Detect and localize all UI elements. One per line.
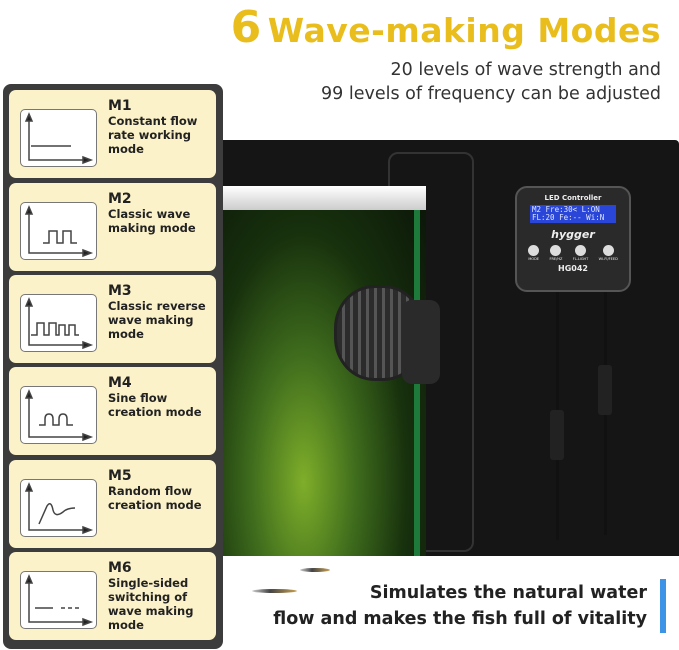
mode-description: Classic wave making mode <box>108 207 196 235</box>
frequency-button: FRE/HZ <box>549 245 562 261</box>
brand-logo: hygger <box>551 228 595 241</box>
mode-description: Sine flow creation mode <box>108 391 202 419</box>
cable <box>604 415 607 535</box>
fish-image <box>300 568 330 572</box>
fish-image <box>252 589 297 593</box>
mode-code: M3 <box>108 283 132 299</box>
wifi-feed-button: WI-FI/FEED <box>599 245 618 261</box>
mode-code: M5 <box>108 468 132 484</box>
cable <box>556 460 559 540</box>
button-icon <box>602 245 614 256</box>
aquarium-rim <box>222 186 426 210</box>
rounded-wave-graph-icon <box>20 386 97 444</box>
light-button: FL-LIGHT <box>573 245 588 261</box>
random-curve-graph-icon <box>20 479 97 537</box>
mode-code: M4 <box>108 375 132 391</box>
button-icon <box>550 245 562 256</box>
mode-code: M6 <box>108 560 132 576</box>
mode-description: Single-sided switching of wave making mo… <box>108 576 194 632</box>
constant-line-graph-icon <box>20 109 97 167</box>
mode-description: Classic reverse wave making mode <box>108 299 206 341</box>
cable <box>604 290 607 380</box>
accent-bar <box>660 579 666 633</box>
button-icon <box>528 245 540 256</box>
cable-connector <box>550 410 564 460</box>
square-wave-graph-icon <box>20 202 97 260</box>
button-icon <box>575 245 586 256</box>
cable <box>556 290 559 420</box>
pump-mount <box>402 300 440 384</box>
cable-connector <box>598 365 612 415</box>
mode-code: M2 <box>108 191 132 207</box>
reverse-square-wave-graph-icon <box>20 294 97 352</box>
mode-description: Random flow creation mode <box>108 484 202 512</box>
mode-code: M1 <box>108 98 132 114</box>
mode-button: MODE <box>528 245 540 261</box>
mode-description: Constant flow rate working mode <box>108 114 198 156</box>
dashed-line-graph-icon <box>20 571 97 629</box>
